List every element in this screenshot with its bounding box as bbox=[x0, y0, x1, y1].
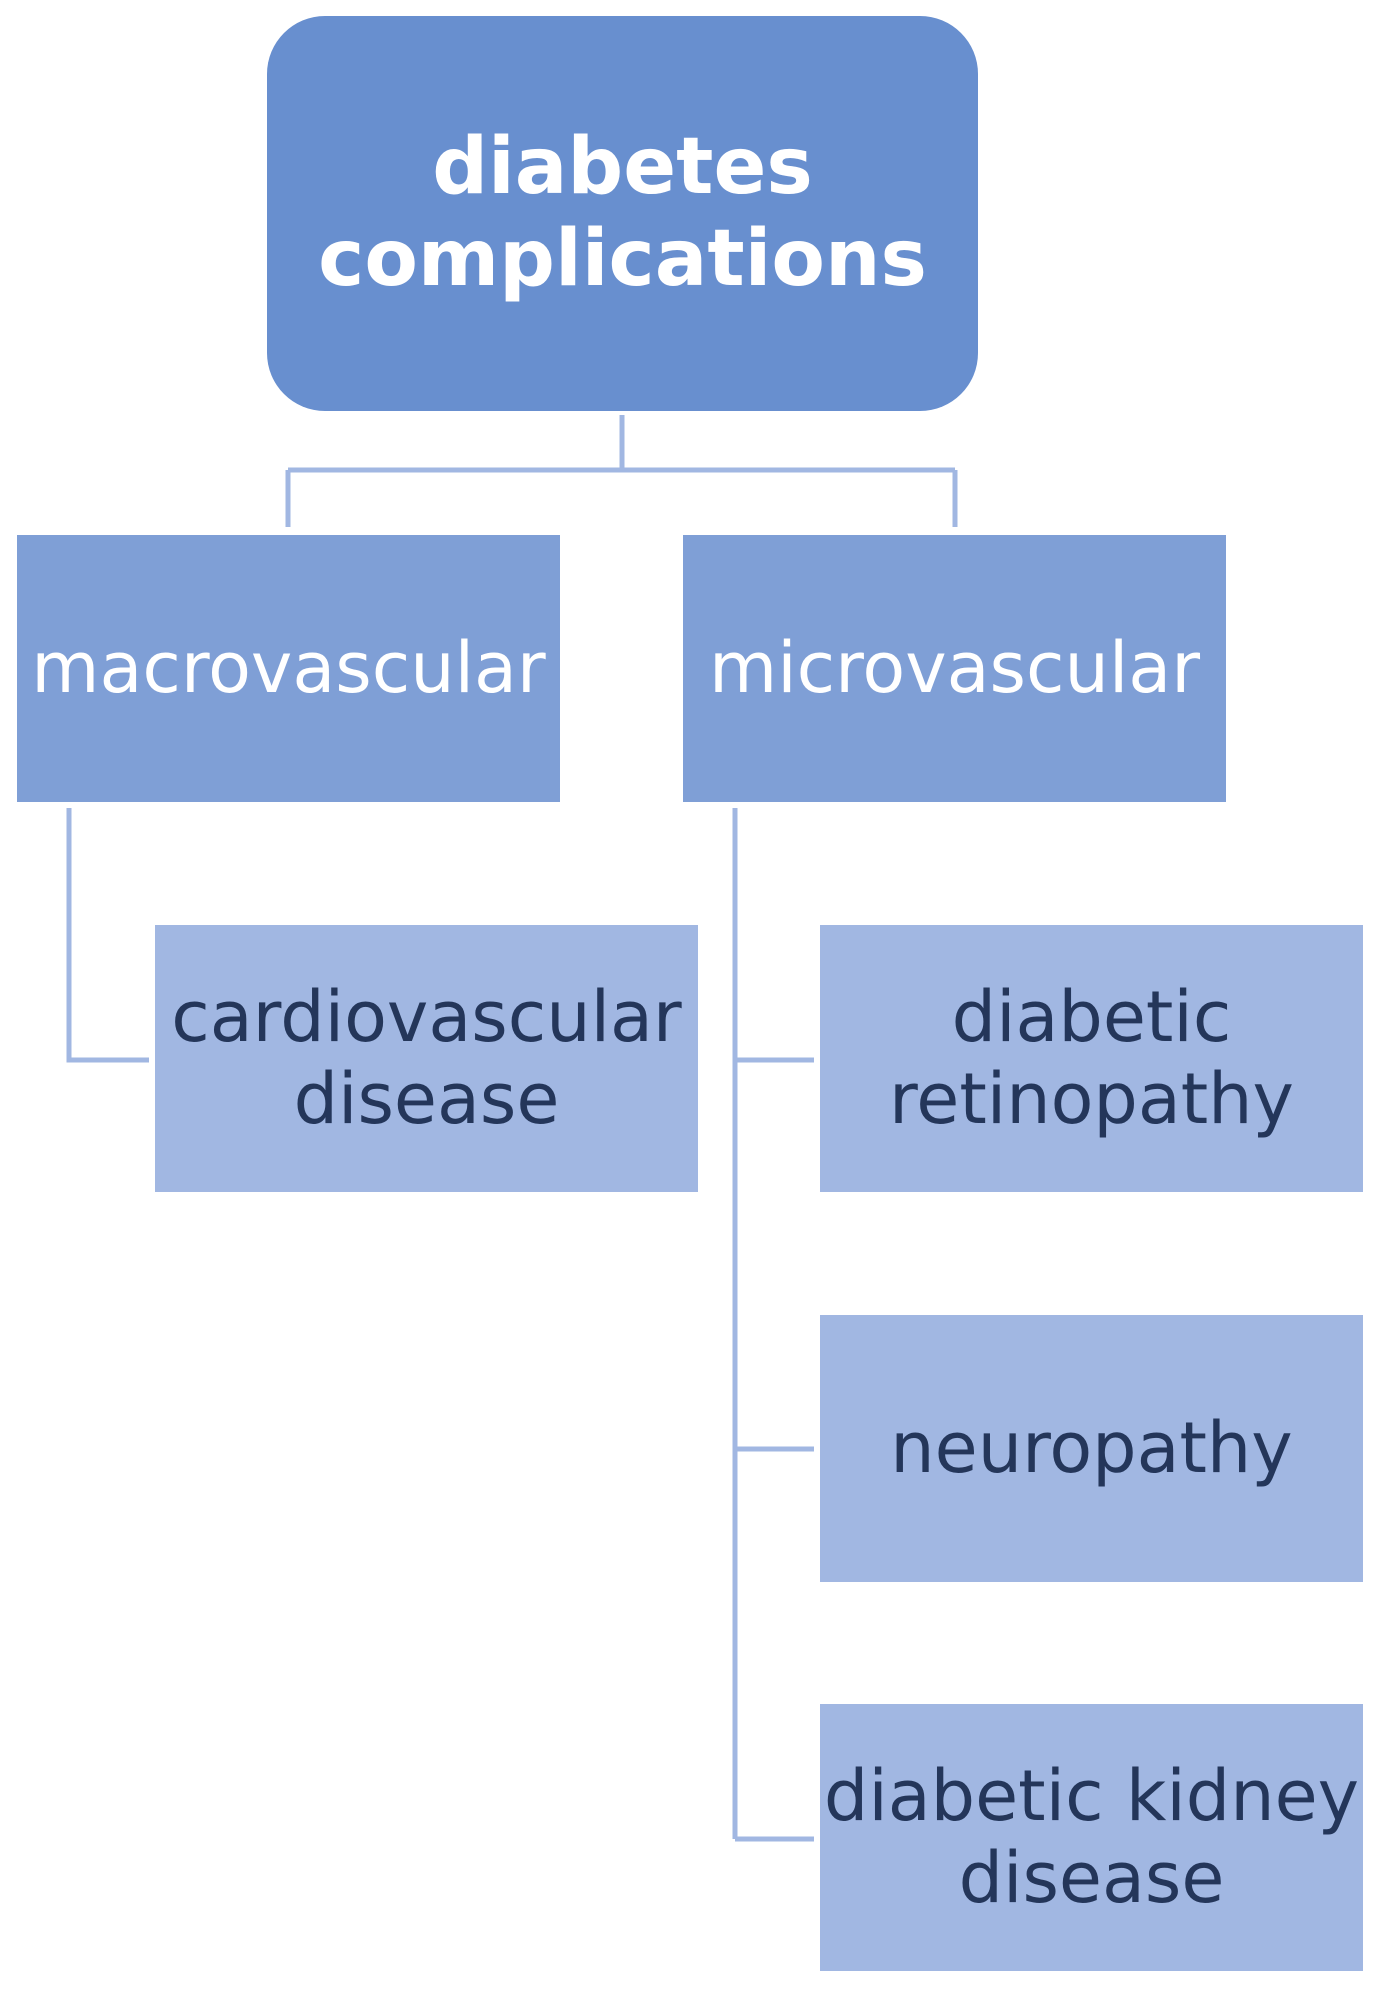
branch-node-label: macrovascular bbox=[31, 626, 546, 709]
connector-root-to-branches bbox=[285, 415, 958, 527]
leaf-node-diabetic-kidney-disease: diabetic kidney disease bbox=[820, 1704, 1363, 1971]
leaf-node-cardiovascular-disease: cardiovascular disease bbox=[155, 925, 698, 1192]
leaf-node-label: cardiovascular disease bbox=[171, 975, 682, 1140]
branch-node-macrovascular: macrovascular bbox=[17, 535, 560, 802]
leaf-node-label: neuropathy bbox=[890, 1406, 1293, 1489]
connector-macro-to-cvd bbox=[66, 808, 149, 1063]
leaf-node-label: diabetic retinopathy bbox=[889, 975, 1294, 1140]
leaf-node-diabetic-retinopathy: diabetic retinopathy bbox=[820, 925, 1363, 1192]
connector-micro-to-children bbox=[732, 808, 814, 1842]
root-node-diabetes-complications: diabetes complications bbox=[267, 16, 978, 411]
leaf-node-neuropathy: neuropathy bbox=[820, 1315, 1363, 1582]
branch-node-label: microvascular bbox=[709, 626, 1200, 709]
root-node-label: diabetes complications bbox=[318, 122, 927, 304]
branch-node-microvascular: microvascular bbox=[683, 535, 1226, 802]
leaf-node-label: diabetic kidney disease bbox=[823, 1754, 1360, 1919]
